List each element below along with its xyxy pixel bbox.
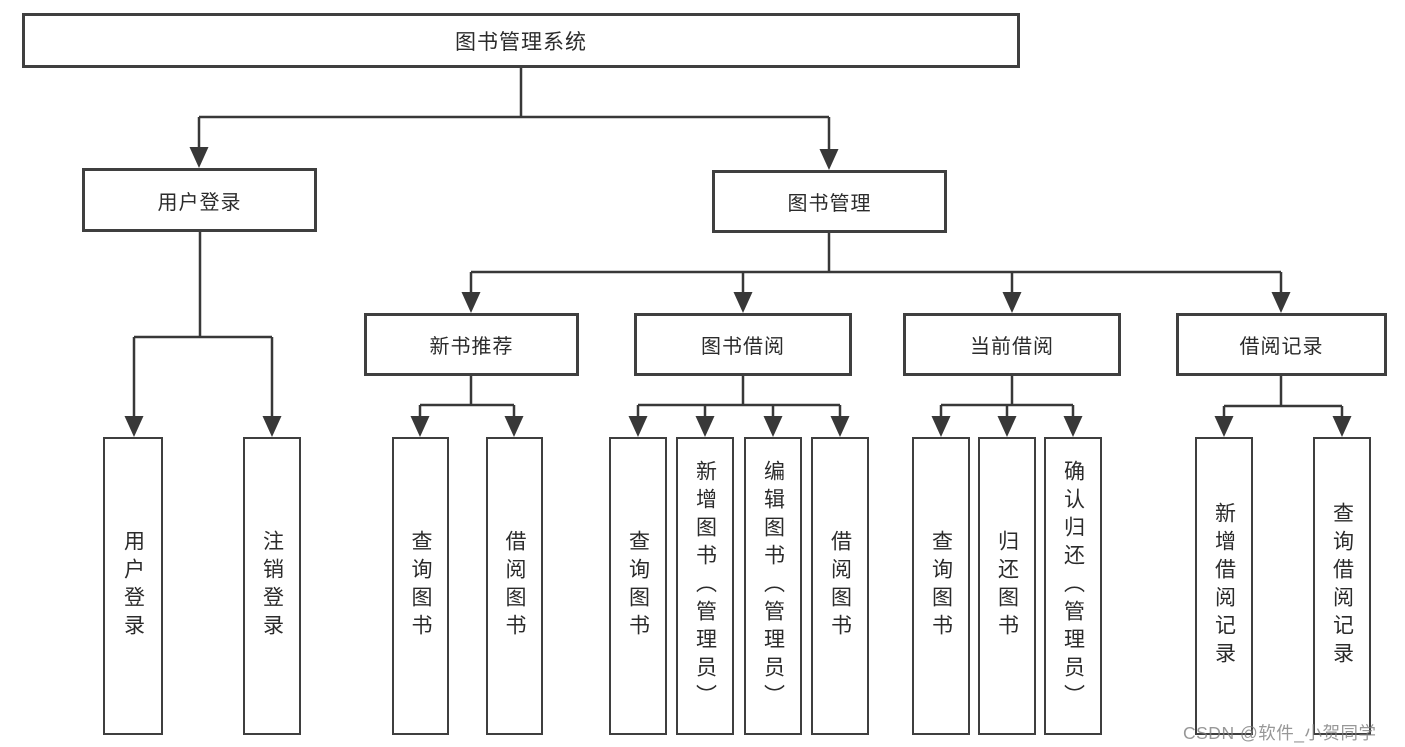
arrowhead-down-icon xyxy=(733,292,753,313)
connector-root-to-level2 xyxy=(197,68,831,151)
connector-userlogin-to-leaves xyxy=(132,232,274,418)
connector-borrowing-to-leaves xyxy=(636,376,842,418)
leaf-borrowing-borrow-books: 借阅图书 xyxy=(811,437,869,735)
arrowhead-down-icon xyxy=(1214,416,1234,437)
arrowhead-down-icon xyxy=(410,416,430,437)
connector-records-to-leaves xyxy=(1222,376,1344,418)
connector-current-to-leaves xyxy=(939,376,1075,418)
arrowhead-down-icon xyxy=(461,292,481,313)
leaf-newbook-borrow-books: 借阅图书 xyxy=(486,437,543,735)
node-borrowing-records: 借阅记录 xyxy=(1176,313,1387,376)
watermark: CSDN @软件_小贺同学 xyxy=(1183,723,1377,743)
arrowhead-down-icon xyxy=(504,416,524,437)
leaf-newbook-query-books: 查询图书 xyxy=(392,437,449,735)
connector-newbooks-to-leaves xyxy=(418,376,516,418)
leaf-borrowing-add-books-admin: 新增图书（管理员） xyxy=(676,437,734,735)
leaf-records-add-record: 新增借阅记录 xyxy=(1195,437,1253,735)
arrowhead-down-icon xyxy=(931,416,951,437)
arrowhead-down-icon xyxy=(763,416,783,437)
leaf-current-return-books: 归还图书 xyxy=(978,437,1036,735)
arrowhead-down-icon xyxy=(695,416,715,437)
leaf-user-login: 用户登录 xyxy=(103,437,163,735)
node-book-management: 图书管理 xyxy=(712,170,947,233)
leaf-records-query-record: 查询借阅记录 xyxy=(1313,437,1371,735)
node-current-borrowing: 当前借阅 xyxy=(903,313,1121,376)
arrowhead-down-icon xyxy=(189,147,209,168)
leaf-current-confirm-return-admin: 确认归还（管理员） xyxy=(1044,437,1102,735)
arrowhead-down-icon xyxy=(124,416,144,437)
arrowhead-down-icon xyxy=(830,416,850,437)
leaf-current-query-books: 查询图书 xyxy=(912,437,970,735)
leaf-logout: 注销登录 xyxy=(243,437,301,735)
node-root: 图书管理系统 xyxy=(22,13,1020,68)
connector-bookmgmt-to-level3 xyxy=(469,233,1283,294)
arrowhead-down-icon xyxy=(1332,416,1352,437)
arrowhead-down-icon xyxy=(1271,292,1291,313)
leaf-borrowing-edit-books-admin: 编辑图书（管理员） xyxy=(744,437,802,735)
arrowhead-down-icon xyxy=(819,149,839,170)
node-user-login: 用户登录 xyxy=(82,168,317,232)
node-new-book-recommend: 新书推荐 xyxy=(364,313,579,376)
arrowhead-down-icon xyxy=(1063,416,1083,437)
node-book-borrowing: 图书借阅 xyxy=(634,313,852,376)
arrowhead-down-icon xyxy=(628,416,648,437)
arrowhead-down-icon xyxy=(262,416,282,437)
arrowhead-down-icon xyxy=(1002,292,1022,313)
leaf-borrowing-query-books: 查询图书 xyxy=(609,437,667,735)
arrowhead-down-icon xyxy=(997,416,1017,437)
